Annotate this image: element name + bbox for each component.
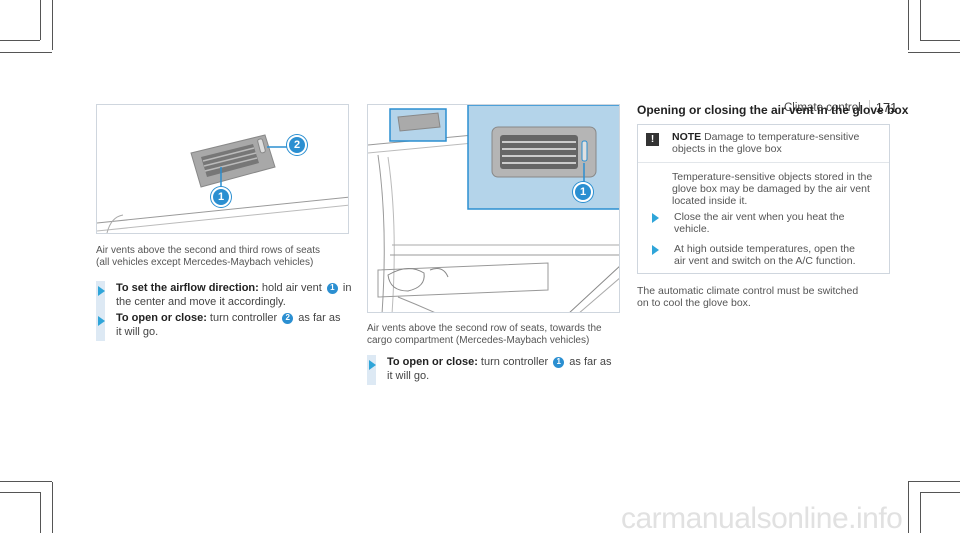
step-arrow-icon [652, 213, 659, 223]
section-title: Climate control [784, 101, 861, 114]
note-step-open: At high outside temperatures, open the a… [646, 243, 874, 267]
air-vent-illustration [97, 134, 348, 233]
note-box: ! NOTE Damage to temperature-sensitive o… [637, 124, 890, 274]
step-arrow-icon [652, 245, 659, 255]
figure2-caption: Air vents above the second row of seats,… [367, 323, 602, 346]
page-number: 171 [868, 100, 897, 115]
step-open-close-mid: To open or close: turn controller 1 as f… [367, 355, 611, 385]
step-arrow-icon [367, 355, 376, 385]
callout-badge: 1 [553, 356, 565, 368]
step-set-airflow: To set the airflow direction: hold air v… [96, 281, 351, 321]
closing-paragraph: The automatic climate control must be sw… [637, 285, 859, 309]
callout-2: 2 [287, 135, 307, 155]
step-open-close-left: To open or close: turn controller 2 as f… [96, 311, 340, 341]
note-step-close: Close the air vent when you heat the veh… [646, 211, 874, 235]
page-header: Climate control 171 [784, 100, 897, 115]
note-paragraph: Temperature-sensitive objects stored in … [672, 171, 873, 207]
figure-air-vents-rear: 2 1 [96, 104, 349, 234]
figure-air-vents-cargo: 1 [367, 104, 620, 313]
warning-icon: ! [646, 133, 659, 146]
step-arrow-icon [96, 311, 105, 341]
callout-1: 1 [573, 182, 593, 202]
callout-badge: 2 [282, 312, 294, 324]
watermark: carmanualsonline.info [621, 502, 903, 533]
section-heading: Opening or closing the air vent in the g… [637, 103, 909, 117]
cargo-interior-illustration [368, 105, 619, 312]
callout-1: 1 [211, 187, 231, 207]
step-arrow-icon [96, 281, 105, 321]
callout-badge: 1 [326, 282, 338, 294]
figure1-caption: Air vents above the second and third row… [96, 245, 321, 268]
note-label: NOTE [672, 131, 702, 143]
